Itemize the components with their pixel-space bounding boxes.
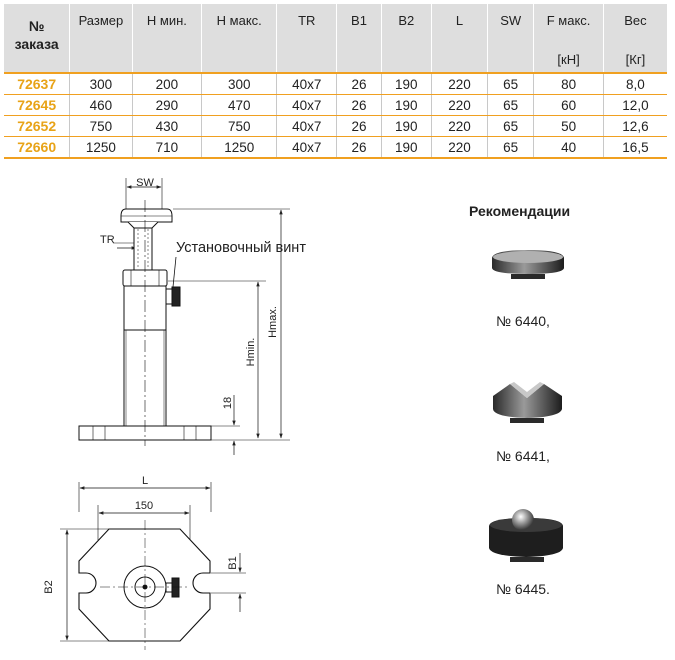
table-cell: 80 [533, 72, 604, 95]
col-header-h-max: H макс. [201, 4, 277, 73]
table-cell: 50 [533, 115, 604, 137]
table-cell: 1250 [201, 136, 277, 159]
order-number-cell: 72637 [4, 72, 70, 95]
table-cell: 190 [380, 115, 432, 137]
dim-150-label: 150 [135, 500, 153, 512]
table-cell: 65 [487, 136, 534, 159]
col-header-size: Размер [69, 4, 132, 73]
col-header-f-max: F макс.[кН] [533, 4, 604, 73]
order-number-cell: 72645 [4, 94, 70, 116]
table-cell: 65 [487, 72, 534, 95]
col-header-sw: SW [487, 4, 534, 73]
table-cell: 26 [336, 115, 382, 137]
table-cell: 430 [131, 115, 202, 137]
table-cell: 60 [533, 94, 604, 116]
reco-item-6440: № 6440, [496, 313, 550, 329]
table-cell: 26 [336, 94, 382, 116]
table-cell: 190 [380, 72, 432, 95]
col-header-l: L [430, 4, 488, 73]
table-cell: 220 [430, 136, 488, 159]
dim-b2-label: B2 [43, 580, 55, 593]
col-header-h-min: H мин. [131, 4, 202, 73]
col-header-tr: TR [276, 4, 337, 73]
table-cell: 200 [131, 72, 202, 95]
table-row: 72660 1250 710 1250 40x7 26 190 220 65 4… [4, 136, 667, 159]
dim-18-label: 18 [222, 397, 234, 409]
table-cell: 40x7 [276, 72, 337, 95]
table-cell: 190 [380, 94, 432, 116]
reco-item-6441: № 6441, [496, 448, 550, 464]
col-header-b2: B2 [380, 4, 432, 73]
pad-6441-image [493, 382, 562, 423]
table-cell: 460 [69, 94, 132, 116]
dim-hmax-label: Hmax. [267, 306, 279, 338]
dim-b1-label: B1 [227, 556, 239, 569]
table-cell: 1250 [69, 136, 132, 159]
table-row: 72637 300 200 300 40x7 26 190 220 65 80 … [4, 72, 667, 95]
table-cell: 750 [69, 115, 132, 137]
table-row: 72645 460 290 470 40x7 26 190 220 65 60 … [4, 94, 667, 116]
table-cell: 65 [487, 94, 534, 116]
table-cell: 40x7 [276, 136, 337, 159]
col-header-weight: Вес[Кг] [602, 4, 667, 73]
table-cell: 12,6 [602, 115, 667, 137]
side-view [78, 178, 290, 455]
table-cell: 65 [487, 115, 534, 137]
table-cell: 8,0 [602, 72, 667, 95]
table-cell: 16,5 [602, 136, 667, 159]
dim-hmin-label: Hmin. [245, 338, 257, 367]
table-cell: 12,0 [602, 94, 667, 116]
recommendations-title: Рекомендации [469, 203, 571, 219]
table-cell: 220 [430, 72, 488, 95]
table-cell: 470 [201, 94, 277, 116]
table-cell: 300 [201, 72, 277, 95]
table-cell: 26 [336, 136, 382, 159]
reco-item-6445: № 6445. [496, 581, 550, 597]
table-cell: 300 [69, 72, 132, 95]
table-cell: 190 [380, 136, 432, 159]
col-header-b1: B1 [336, 4, 382, 73]
plan-view [60, 482, 246, 650]
dim-tr-label: TR [100, 234, 115, 246]
dim-sw-label: SW [136, 177, 154, 189]
pad-6440-image [492, 250, 564, 279]
table-cell: 290 [131, 94, 202, 116]
table-row: 72652 750 430 750 40x7 26 190 220 65 50 … [4, 115, 667, 137]
table-cell: 40x7 [276, 115, 337, 137]
table-cell: 750 [201, 115, 277, 137]
adjusting-screw-callout: Установочный винт [176, 240, 306, 256]
order-number-cell: 72660 [4, 136, 70, 159]
table-cell: 40x7 [276, 94, 337, 116]
table-cell: 26 [336, 72, 382, 95]
table-cell: 40 [533, 136, 604, 159]
table-cell: 220 [430, 94, 488, 116]
pad-6445-image [489, 509, 563, 562]
dim-l-label: L [142, 475, 148, 487]
table-cell: 710 [131, 136, 202, 159]
table-cell: 220 [430, 115, 488, 137]
order-number-cell: 72652 [4, 115, 70, 137]
